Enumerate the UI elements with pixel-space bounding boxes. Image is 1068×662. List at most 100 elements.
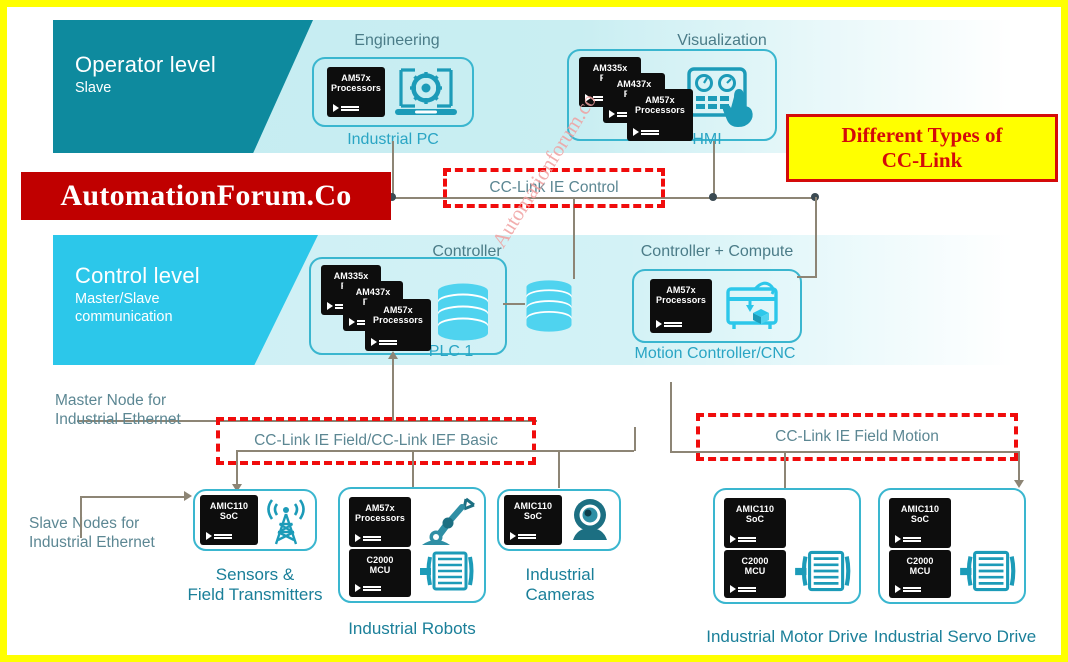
cc-link-ie-field-motion-label: CC-Link IE Field Motion (775, 428, 939, 445)
ti-logo-icon (355, 584, 381, 592)
cc-link-ie-field-callout: CC-Link IE Field/CC-Link IEF Basic (216, 417, 536, 465)
operator-level-subtitle: Slave (75, 80, 112, 96)
slave-elbow-arrow (184, 491, 192, 501)
ti-logo-icon (730, 535, 756, 543)
automationforum-banner-text: AutomationForum.Co (60, 179, 352, 212)
bus-to-db-line (573, 197, 575, 279)
chip-am57x-robots: AM57x Processors (349, 497, 411, 547)
motor-icon (791, 546, 855, 596)
database-stack-icon (433, 283, 493, 341)
slave-elbow-h (80, 496, 184, 498)
bus-to-cnc-line (815, 197, 817, 277)
cc-link-ie-control-callout: CC-Link IE Control (443, 168, 665, 208)
ipc-drop-line (392, 141, 394, 198)
drop-motor (784, 451, 786, 488)
drop-servo (1018, 451, 1020, 484)
ti-logo-icon (895, 535, 921, 543)
hmi-touch-panel-icon (687, 67, 757, 129)
motion-bus-uplink (670, 382, 672, 452)
ti-logo-icon (895, 585, 921, 593)
drop-robots (412, 450, 414, 488)
badge-line-1: Different Types of (841, 123, 1003, 148)
chip-amic110-servo: AMIC110 SoC (889, 498, 951, 548)
hmi-drop-line (713, 141, 715, 198)
motor-drive-caption: Industrial Motor Drive (706, 627, 868, 646)
diagram-canvas: Operator level Slave Engineering AM57x P… (7, 7, 1061, 655)
visualization-group-label: Visualization (677, 32, 767, 49)
ti-logo-icon (730, 585, 756, 593)
antenna-tower-icon (262, 494, 310, 546)
hmi-card[interactable]: AM335x Proc AM437x Proc AM57x Processors (567, 49, 777, 141)
chip-c2000-robots: C2000 MCU (349, 549, 411, 597)
cameras-caption-2: Cameras (525, 585, 595, 604)
control-bus-line (127, 197, 817, 199)
control-level-title-group: Control level Master/Slave communication (75, 263, 200, 326)
chip-am57x-ipc: AM57x Processors (327, 67, 385, 117)
industrial-pc-card[interactable]: AM57x Processors (312, 57, 474, 127)
bus-node-ipc (388, 193, 396, 201)
robots-caption: Industrial Robots (348, 619, 476, 638)
plc-to-db-link (503, 303, 525, 305)
cameras-caption-1: Industrial (525, 565, 595, 584)
motion-bus-line (670, 451, 1020, 453)
ti-logo-icon (633, 128, 659, 136)
cc-link-ie-field-label: CC-Link IE Field/CC-Link IEF Basic (254, 432, 498, 449)
chip-amic110-sensors: AMIC110 SoC (200, 495, 258, 545)
slave-elbow-v (80, 496, 82, 538)
plc-caption: PLC 1 (428, 343, 474, 360)
ti-logo-icon (656, 320, 682, 328)
control-level-title: Control level (75, 263, 200, 288)
master-node-annotation: Master Node for Industrial Ethernet (55, 392, 181, 428)
chip-c2000-motor: C2000 MCU (724, 550, 786, 598)
different-types-badge: Different Types of CC-Link (786, 114, 1058, 182)
controller-group-label: Controller (432, 243, 502, 260)
motor-icon (416, 547, 478, 595)
operator-level-band: Operator level Slave (53, 20, 1013, 153)
servo-drive-card[interactable]: AMIC110 SoC C2000 MCU (878, 488, 1026, 604)
sensors-caption-2: Field Transmitters (187, 585, 323, 604)
ti-logo-icon (585, 94, 611, 102)
camera-icon (566, 496, 614, 544)
control-level-subtitle-2: communication (75, 308, 173, 325)
motion-controller-card[interactable]: AM57x Processors (632, 269, 802, 343)
ti-logo-icon (355, 534, 381, 542)
cc-link-ie-control-label: CC-Link IE Control (489, 179, 619, 196)
operator-level-title: Operator level (75, 52, 216, 77)
cnc-feed-line (797, 276, 817, 278)
motor-drive-card[interactable]: AMIC110 SoC C2000 MCU (713, 488, 861, 604)
plc-up-arrow (388, 351, 398, 359)
drop-sensors-arrow (232, 484, 242, 492)
plc-card[interactable]: AM335x Proc AM437x Proc AM57x Processors (309, 257, 507, 355)
ti-logo-icon (510, 532, 536, 540)
drop-servo-arrow (1014, 480, 1024, 488)
field-drop-bus (236, 450, 634, 452)
chip-amic110-cameras: AMIC110 SoC (504, 495, 562, 545)
cc-link-ie-field-motion-callout: CC-Link IE Field Motion (696, 413, 1018, 461)
sensors-card[interactable]: AMIC110 SoC (193, 489, 317, 551)
chip-am57x-cnc: AM57x Processors (650, 279, 712, 333)
ti-logo-icon (333, 104, 359, 112)
robot-arm-icon (418, 495, 478, 547)
database-stack-icon-secondary (522, 278, 576, 334)
industrial-pc-caption: Industrial PC (347, 131, 439, 148)
drop-cameras (558, 450, 560, 488)
motion-controller-caption: Motion Controller/CNC (634, 345, 796, 362)
operator-level-title-group: Operator level Slave (75, 52, 216, 98)
drop-sensors (236, 450, 238, 486)
field-bus-uplink (392, 399, 394, 421)
robots-card[interactable]: AM57x Processors C2000 MCU (338, 487, 486, 603)
chip-am57x-hmi: AM57x Processors (627, 89, 693, 141)
field-bus-right-stub (634, 427, 636, 451)
chip-c2000-servo: C2000 MCU (889, 550, 951, 598)
cameras-card[interactable]: AMIC110 SoC (497, 489, 621, 551)
sensors-caption-1: Sensors & (215, 565, 295, 584)
badge-line-2: CC-Link (881, 148, 963, 172)
controller-compute-group-label: Controller + Compute (640, 243, 794, 260)
automationforum-banner: AutomationForum.Co (21, 172, 391, 220)
plc-up-stem (392, 355, 394, 399)
cnc-machine-icon (722, 277, 784, 335)
engineering-group-label: Engineering (354, 32, 440, 49)
chip-amic110-motor: AMIC110 SoC (724, 498, 786, 548)
bus-node-hmi (709, 193, 717, 201)
servo-drive-caption: Industrial Servo Drive (873, 627, 1037, 646)
